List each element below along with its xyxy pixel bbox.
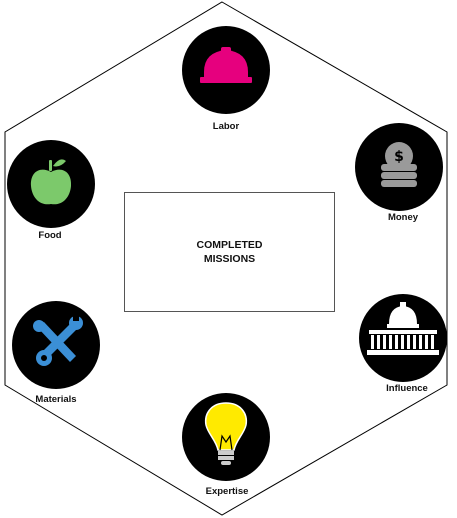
expertise-node bbox=[182, 393, 270, 481]
food-node bbox=[7, 140, 95, 228]
materials-label: Materials bbox=[35, 394, 77, 405]
influence-node bbox=[359, 294, 447, 382]
completed-missions-title: COMPLETED MISSIONS bbox=[196, 239, 263, 265]
money-label: Money bbox=[387, 212, 419, 223]
hexagon-outline bbox=[4, 1, 448, 516]
completed-missions-box: COMPLETED MISSIONS bbox=[124, 192, 335, 312]
labor-node bbox=[182, 26, 270, 114]
labor-label: Labor bbox=[212, 121, 240, 132]
food-label: Food bbox=[38, 230, 62, 241]
materials-node bbox=[12, 301, 100, 389]
coin-stack-icon: $ bbox=[381, 142, 417, 187]
influence-label: Influence bbox=[386, 383, 428, 394]
wrench-screwdriver-icon bbox=[33, 315, 83, 366]
apple-icon bbox=[30, 159, 72, 205]
hard-hat-icon bbox=[200, 47, 252, 83]
svg-text:$: $ bbox=[394, 149, 404, 165]
expertise-label: Expertise bbox=[205, 486, 249, 497]
light-bulb-icon bbox=[204, 402, 248, 465]
money-node: $ bbox=[355, 123, 443, 211]
capitol-building-icon bbox=[367, 302, 439, 355]
